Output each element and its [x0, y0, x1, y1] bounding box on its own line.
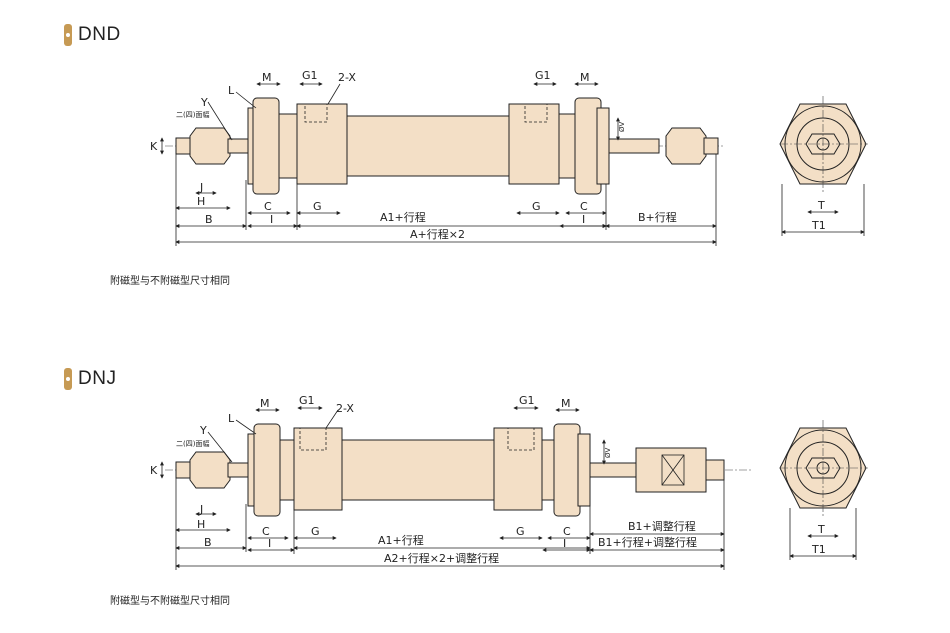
label-b: B: [204, 536, 212, 549]
label-v: ØV: [618, 121, 626, 132]
label-m: M: [580, 71, 590, 84]
label-a1: A1+行程: [378, 534, 424, 547]
dnd-dimensions: [160, 82, 717, 246]
label-m: M: [260, 397, 270, 410]
section-marker-icon: [64, 24, 72, 46]
section-title: DNJ: [78, 368, 117, 389]
label-t1: T1: [811, 543, 826, 556]
label-flats: 二(四)面幅: [176, 439, 209, 448]
label-b1-stroke: B1+行程+调整行程: [598, 535, 697, 549]
label-b-stroke: B+行程: [638, 211, 677, 224]
label-k: K: [150, 464, 158, 477]
label-g: G: [532, 200, 541, 213]
label-g: G: [516, 525, 525, 538]
label-g: G: [311, 525, 320, 538]
label-i: I: [270, 213, 273, 226]
dnj-dimensions: [160, 406, 725, 570]
label-b1: B1+调整行程: [628, 519, 696, 533]
label-g1: G1: [535, 69, 551, 82]
label-m: M: [561, 397, 571, 410]
dnj-end-view: [779, 420, 868, 560]
label-j: J: [199, 503, 203, 516]
label-v: ØV: [604, 447, 612, 458]
label-a-total: A+行程×2: [410, 228, 465, 241]
label-i: I: [582, 213, 585, 226]
dnd-labels: M G1 2-X G1 M L Y 二(四)面幅 ØV K J H B C I …: [150, 69, 826, 241]
label-h: H: [197, 518, 205, 531]
label-k: K: [150, 140, 158, 153]
dnj-labels: M G1 2-X G1 M L Y 二(四)面幅 ØV K J H B C I …: [150, 394, 826, 565]
label-c: C: [580, 200, 588, 213]
section-head-dnd: DND: [64, 24, 121, 46]
label-x: 2-X: [336, 402, 354, 415]
label-g1: G1: [519, 394, 535, 407]
label-m: M: [262, 71, 272, 84]
label-t: T: [817, 523, 825, 536]
label-g1: G1: [302, 69, 318, 82]
dnj-side-view: [165, 423, 752, 517]
dnd-side-view: [165, 97, 725, 195]
label-c: C: [563, 525, 571, 538]
section-title: DND: [78, 24, 121, 45]
label-h: H: [197, 195, 205, 208]
label-c: C: [264, 200, 272, 213]
label-t1: T1: [811, 219, 826, 232]
label-j: J: [199, 181, 203, 194]
label-t: T: [817, 199, 825, 212]
label-y: Y: [199, 424, 207, 437]
section-head-dnj: DNJ: [64, 368, 116, 390]
label-l: L: [228, 412, 235, 425]
label-a-total: A2+行程×2+调整行程: [384, 551, 499, 565]
dimension-note: 附磁型与不附磁型尺寸相同: [110, 276, 230, 287]
section-marker-icon: [64, 368, 72, 390]
label-c: C: [262, 525, 270, 538]
label-y: Y: [200, 96, 208, 109]
label-i: I: [563, 537, 566, 550]
label-i: I: [268, 537, 271, 550]
label-x: 2-X: [338, 71, 356, 84]
dimension-note: 附磁型与不附磁型尺寸相同: [110, 596, 230, 607]
label-g: G: [313, 200, 322, 213]
label-flats: 二(四)面幅: [176, 110, 209, 119]
label-g1: G1: [299, 394, 315, 407]
label-l: L: [228, 84, 235, 97]
label-a1: A1+行程: [380, 211, 426, 224]
label-b: B: [205, 213, 213, 226]
dnd-end-view: [779, 96, 868, 236]
